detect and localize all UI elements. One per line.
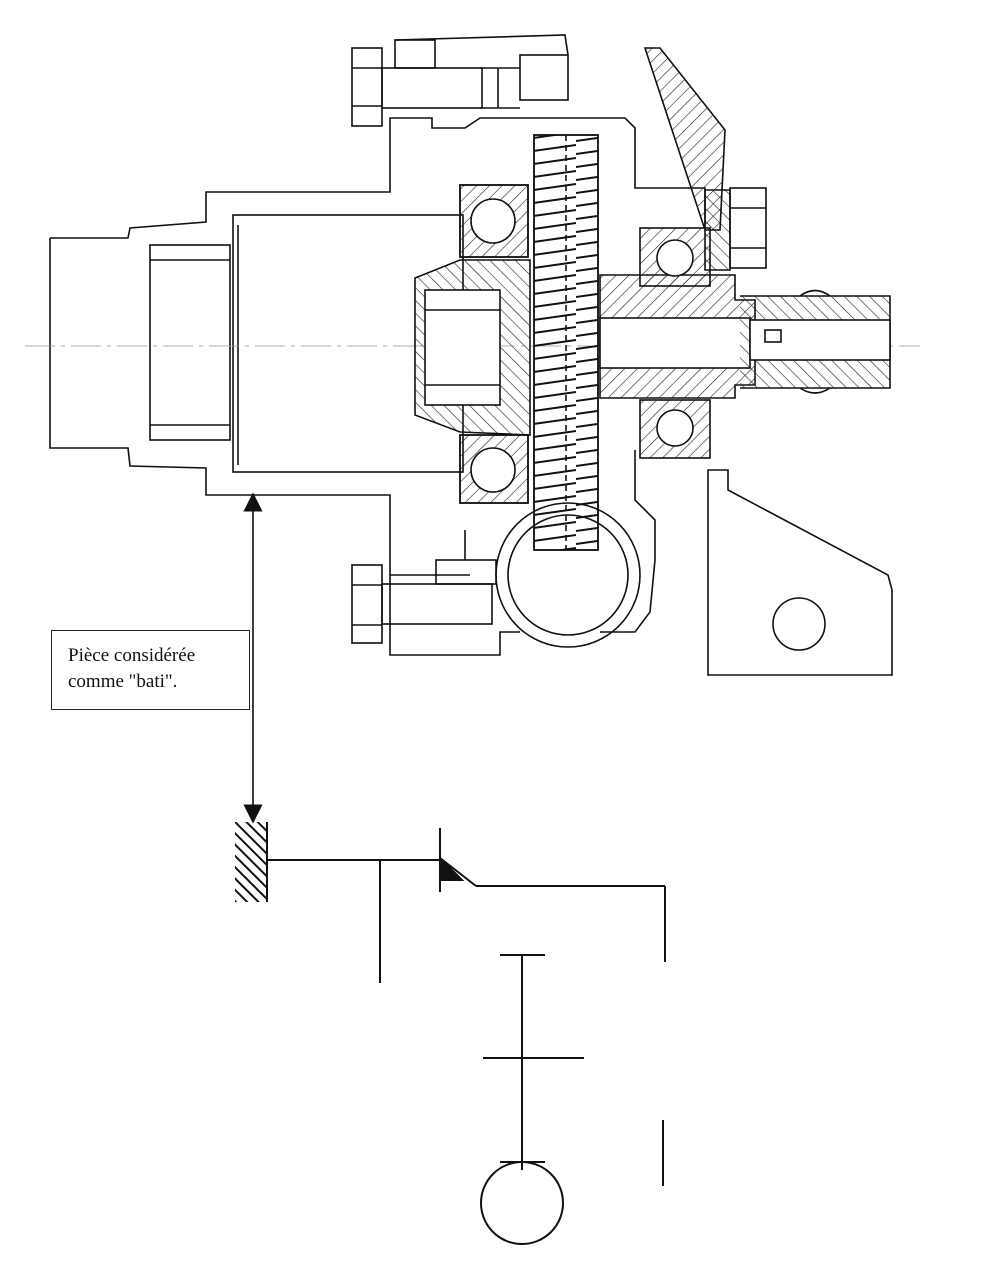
worm-wheel xyxy=(495,502,641,648)
callout-box: Pièce considérée comme "bati". xyxy=(51,630,250,710)
bracket xyxy=(707,469,893,676)
hub xyxy=(414,259,531,436)
bearing-bottom xyxy=(459,434,529,504)
lever-top xyxy=(643,47,726,231)
bottom-bolt xyxy=(351,530,497,644)
ground-symbol xyxy=(235,822,267,902)
bearing-right-top xyxy=(639,227,711,287)
kinematic-schema xyxy=(235,822,666,1245)
top-bolt xyxy=(351,34,569,127)
housing-outline xyxy=(49,117,706,656)
wheel-symbol xyxy=(480,1161,564,1245)
callout-line-2: comme "bati". xyxy=(68,671,178,692)
output-shaft xyxy=(599,274,891,399)
bearing-top xyxy=(459,184,529,258)
callout-line-1: Pièce considérée xyxy=(68,645,196,666)
worm-gear xyxy=(533,134,599,551)
bearing-right-bottom xyxy=(639,399,711,459)
